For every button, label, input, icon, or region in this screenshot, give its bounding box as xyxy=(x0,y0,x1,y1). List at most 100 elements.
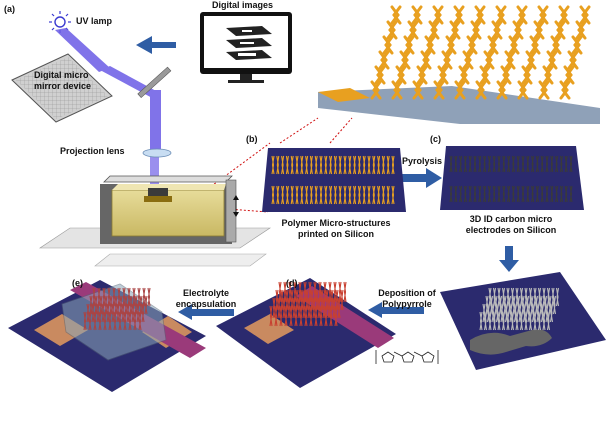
carbon-pillar xyxy=(507,155,511,173)
encapsulated-pillar xyxy=(113,311,117,331)
carbon-pillar xyxy=(559,155,563,173)
projection-lens-label: Projection lens xyxy=(60,146,125,156)
arrow-down xyxy=(499,246,519,272)
carbon-pillar xyxy=(473,155,477,173)
encapsulated-pillar xyxy=(112,287,116,307)
carbon-pillar xyxy=(526,155,530,173)
encapsulated-pillar xyxy=(126,303,130,323)
lattice-strut xyxy=(470,20,482,40)
polymer-lattice-zoom xyxy=(318,5,600,124)
lattice-strut xyxy=(428,20,440,40)
carbon-pillar xyxy=(507,185,511,203)
lattice-strut xyxy=(399,50,411,70)
lattice-strut xyxy=(483,50,495,70)
encapsulated-pillar xyxy=(93,311,97,331)
encapsulated-pillar xyxy=(109,295,113,315)
polypyrrole-pillar xyxy=(298,281,302,303)
lattice-strut xyxy=(432,5,444,25)
polymer-pillar xyxy=(329,155,333,175)
dmd-mirror xyxy=(11,53,113,123)
polypyrrole-pillar xyxy=(310,289,314,311)
lattice-strut xyxy=(386,20,398,40)
encapsulated-pillar xyxy=(106,303,110,323)
polymer-pillar xyxy=(319,185,323,205)
carbon-pillar xyxy=(535,155,539,173)
carbon-pillar xyxy=(487,185,491,203)
polymer-pillar xyxy=(329,185,333,205)
encapsulated-pillar xyxy=(98,311,102,331)
carbon-pillar xyxy=(531,155,535,173)
polymer-pillar xyxy=(367,185,371,205)
carbon-pillar xyxy=(502,185,506,203)
carbon-pillar xyxy=(492,185,496,203)
lattice-strut xyxy=(462,50,474,70)
dmd-label-line2: mirror device xyxy=(34,81,92,91)
carbon-pillar xyxy=(454,185,458,203)
lattice-strut xyxy=(546,50,558,70)
carbon-label: 3D ID carbon micro electrodes on Silicon xyxy=(456,214,566,236)
encapsulated-pillar xyxy=(94,295,98,315)
encapsulated-pillar xyxy=(114,295,118,315)
polypyrrole-pillar xyxy=(328,281,332,303)
lattice-strut xyxy=(412,80,424,100)
panel-d-label: (d) xyxy=(286,278,298,288)
carbon-pillar xyxy=(551,287,555,307)
encapsulated-pillar xyxy=(121,303,125,323)
encapsulated-pillar xyxy=(116,303,120,323)
deposition-label: Deposition of Polypyrrole xyxy=(370,288,444,310)
carbon-label-line2: electrodes on Silicon xyxy=(465,225,557,235)
lattice-strut xyxy=(500,65,512,85)
arrow-pyrolysis xyxy=(402,168,442,188)
carbon-pillar xyxy=(546,287,551,307)
carbon-pillar xyxy=(524,287,528,307)
polymer-pillar xyxy=(353,155,357,175)
lattice-strut xyxy=(453,5,465,25)
carbon-pillar xyxy=(535,185,539,203)
lattice-strut xyxy=(395,65,407,85)
lattice-strut xyxy=(533,20,545,40)
lattice-strut xyxy=(512,20,524,40)
encapsulated-pillar xyxy=(102,287,106,307)
encapsulated-pillar xyxy=(83,311,87,331)
lattice-strut xyxy=(420,50,432,70)
polymer-pillar xyxy=(333,155,337,175)
lattice-strut xyxy=(437,65,449,85)
encapsulated-pillar xyxy=(134,295,138,315)
carbon-pillar xyxy=(545,155,549,173)
carbon-pillar xyxy=(528,287,533,307)
lattice-strut xyxy=(575,20,587,40)
encapsulated-pillar xyxy=(138,311,142,331)
lattice-strut xyxy=(445,35,457,55)
polymer-pillar xyxy=(367,155,371,175)
carbon-pillar xyxy=(487,155,491,173)
polymer-pillar xyxy=(290,185,294,205)
carbon-pillar xyxy=(511,155,515,173)
lattice-strut xyxy=(475,80,487,100)
polypyrrole-pillar xyxy=(303,281,307,303)
polymer-label-line2: printed on Silicon xyxy=(298,229,374,239)
polypyrrole-pillar xyxy=(323,281,327,303)
polymer-pillar xyxy=(348,155,352,175)
polymer-pillar xyxy=(372,185,376,205)
carbon-pillar xyxy=(483,185,487,203)
polypyrrole-pillar xyxy=(315,289,319,311)
carbon-pillar xyxy=(479,311,483,331)
polypyrrole-pillar xyxy=(278,281,282,303)
lattice-strut xyxy=(479,65,491,85)
encapsulated-pillar xyxy=(89,295,93,315)
polymer-pillar xyxy=(271,155,275,175)
polypyrrole-pillar xyxy=(300,289,304,311)
polymer-pillar xyxy=(305,155,309,175)
polymer-pillar xyxy=(314,185,318,205)
deposition-label-line1: Deposition of xyxy=(378,288,436,298)
polymer-pillar xyxy=(309,185,313,205)
encapsulated-pillar xyxy=(132,287,136,307)
panel-a-label: (a) xyxy=(4,4,15,14)
carbon-pillar xyxy=(485,295,489,315)
lattice-strut xyxy=(449,20,461,40)
polypyrrole-pillar xyxy=(338,281,342,303)
carbon-pillar xyxy=(510,287,515,307)
encapsulated-pillar xyxy=(144,295,148,315)
dmd-label: Digital micro mirror device xyxy=(34,70,91,92)
encapsulated-pillar xyxy=(88,311,92,331)
